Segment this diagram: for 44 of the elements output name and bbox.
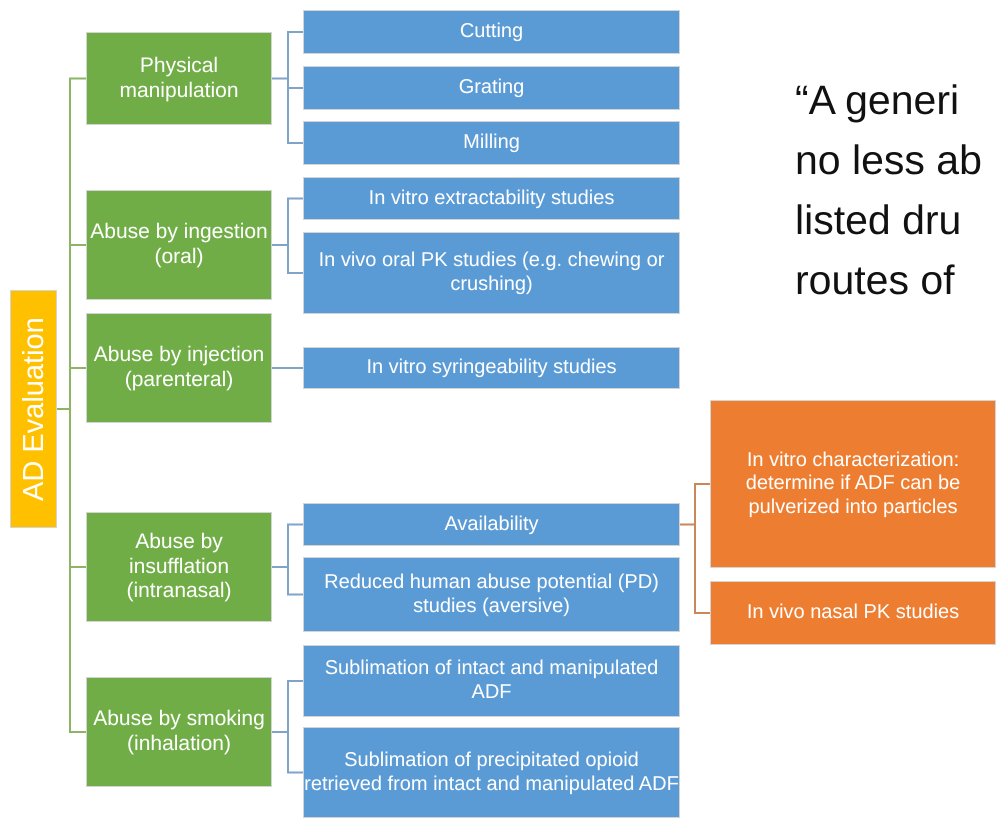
node-label: In vitro extractability studies bbox=[368, 186, 614, 210]
category-box bbox=[86, 512, 272, 622]
detail-box bbox=[710, 581, 996, 645]
connector-line bbox=[272, 367, 303, 369]
quote-text: no less ab bbox=[795, 140, 982, 181]
node-label: Physical manipulation bbox=[118, 54, 240, 104]
method-box bbox=[303, 177, 680, 220]
node-label: Abuse by injection (parenteral) bbox=[92, 343, 266, 393]
connector-line bbox=[57, 408, 86, 733]
category-box bbox=[86, 190, 272, 300]
method-box bbox=[303, 645, 680, 717]
method-box bbox=[303, 557, 680, 632]
category-box bbox=[86, 32, 272, 125]
node-label: Sublimation of precipitated opioid retrieved from intact and manipulated ADF bbox=[304, 748, 679, 796]
node-label: In vitro syringeability studies bbox=[366, 356, 617, 380]
node-label: In vivo oral PK studies (e.g. chewing or crushing) bbox=[318, 249, 666, 297]
connector-line bbox=[272, 566, 303, 596]
connector-line bbox=[680, 524, 710, 614]
category-box bbox=[86, 313, 272, 423]
node-label: In vitro characterization: determine if ADF can be pulverized into particles bbox=[744, 448, 962, 520]
node-label: Reduced human abuse potential (PD) studies (aversive) bbox=[323, 570, 660, 618]
category-box bbox=[86, 677, 272, 787]
method-box bbox=[303, 503, 680, 546]
method-box bbox=[303, 121, 680, 165]
node-label: Abuse by ingestion (oral) bbox=[89, 220, 269, 270]
method-box bbox=[303, 232, 680, 314]
node-label: In vivo nasal PK studies bbox=[746, 601, 960, 625]
root-box bbox=[10, 290, 57, 528]
method-box bbox=[303, 66, 680, 110]
quote-text: routes of bbox=[795, 260, 955, 301]
method-box bbox=[303, 10, 680, 54]
quote-text: “A generi bbox=[795, 80, 960, 121]
method-box bbox=[303, 347, 680, 389]
node-label: Grating bbox=[458, 76, 524, 100]
method-box bbox=[303, 727, 680, 818]
node-label: Availability bbox=[444, 512, 539, 536]
node-label: Cutting bbox=[460, 20, 524, 44]
node-label: Abuse by smoking (inhalation) bbox=[92, 707, 266, 757]
node-label: Abuse by insufflation (intranasal) bbox=[125, 530, 233, 604]
node-label: AD Evaluation bbox=[16, 317, 50, 501]
quote-text: listed dru bbox=[795, 200, 962, 241]
detail-box bbox=[710, 400, 996, 568]
node-label: Milling bbox=[463, 131, 520, 155]
node-label: Sublimation of intact and manipulated ADF bbox=[324, 657, 660, 705]
